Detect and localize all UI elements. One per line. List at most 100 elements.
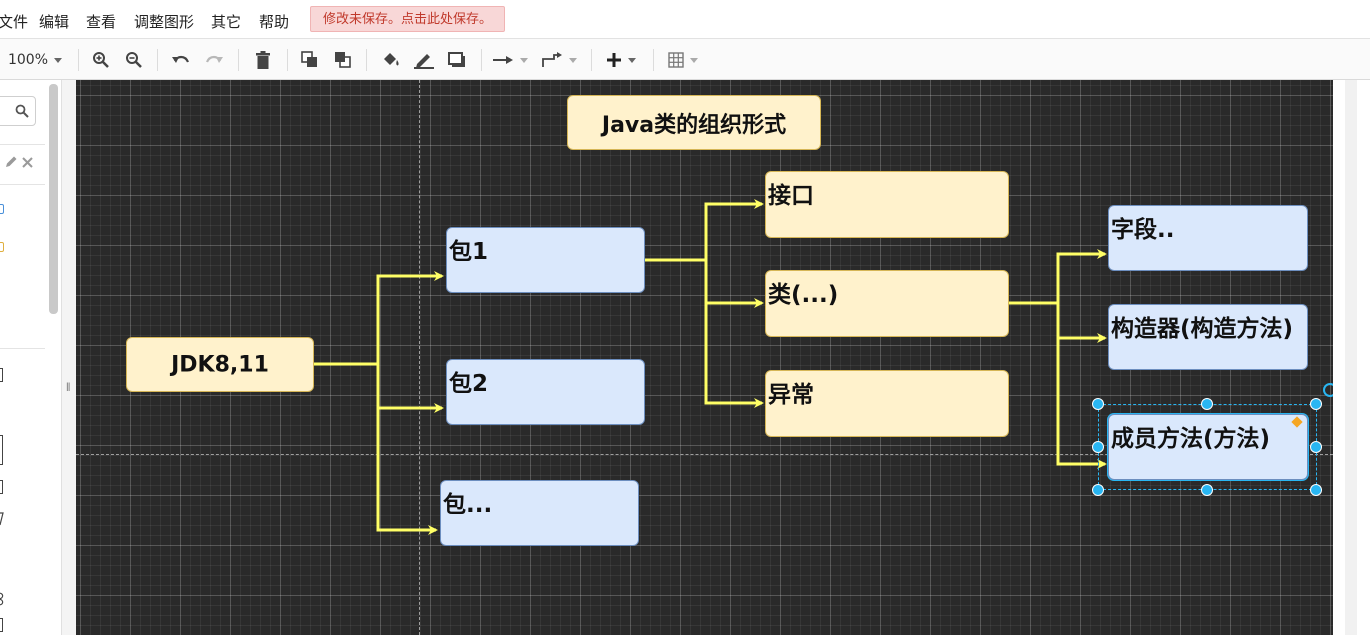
menu-extras[interactable]: 其它 (211, 13, 242, 31)
shape-thumbnail-icon[interactable] (0, 512, 4, 526)
page-break-vertical (419, 80, 420, 635)
resize-handle-w[interactable] (1092, 441, 1104, 453)
rotate-handle-icon[interactable] (1323, 383, 1333, 397)
shape-search-input[interactable] (0, 96, 36, 126)
root-label: JDK8,11 (171, 352, 269, 377)
delete-button[interactable] (252, 49, 274, 71)
sidebar-divider (0, 184, 45, 185)
menu-help[interactable]: 帮助 (259, 13, 290, 31)
diagram-canvas[interactable]: Java类的组织形式 JDK8,11 包1 包2 包... 接口 类(...) … (76, 80, 1333, 635)
sidebar-scrollbar-track (61, 80, 62, 635)
fill-color-button[interactable] (379, 49, 403, 71)
connectors (314, 199, 1107, 535)
zoom-in-button[interactable] (90, 49, 112, 71)
sidebar-divider (0, 144, 45, 145)
redo-button[interactable] (203, 49, 225, 71)
to-back-button[interactable] (332, 49, 354, 71)
zoom-out-button[interactable] (123, 49, 145, 71)
sidebar-divider (0, 348, 45, 349)
package2-label: 包2 (449, 371, 489, 397)
resize-handle-s[interactable] (1201, 484, 1213, 496)
toolbar-separator (591, 49, 592, 71)
edge-root-package1[interactable] (314, 271, 444, 366)
undo-icon (172, 55, 190, 63)
menu-view[interactable]: 查看 (86, 13, 117, 31)
package2-node[interactable]: 包2 (446, 359, 645, 425)
package1-node[interactable]: 包1 (446, 227, 645, 293)
toolbar-separator (287, 49, 288, 71)
to-back-icon (335, 52, 351, 68)
waypoints-icon (542, 52, 562, 67)
toolbar-separator (366, 49, 367, 71)
edge-package1-class[interactable] (645, 258, 764, 308)
edge-package1-exception[interactable] (645, 258, 764, 408)
shadow-button[interactable] (446, 49, 468, 71)
chevron-down-icon (628, 57, 636, 63)
methods-node[interactable]: 成员方法(方法) (1108, 414, 1308, 480)
title-node[interactable]: Java类的组织形式 (567, 95, 821, 150)
edit-icon[interactable] (4, 155, 18, 169)
edge-root-package-more[interactable] (314, 362, 438, 535)
toolbar-separator (238, 49, 239, 71)
root-node[interactable]: JDK8,11 (126, 337, 314, 392)
methods-label: 成员方法(方法) (1111, 426, 1271, 452)
canvas-scroll-area (1333, 80, 1370, 635)
shape-thumbnail-icon[interactable] (0, 618, 3, 632)
shape-thumbnail-icon[interactable] (0, 368, 3, 382)
resize-handle-se[interactable] (1310, 484, 1322, 496)
menu-edit[interactable]: 编辑 (39, 13, 70, 31)
resize-handle-ne[interactable] (1310, 398, 1322, 410)
menu-arrange[interactable]: 调整图形 (134, 13, 195, 31)
to-front-icon (301, 51, 317, 67)
fields-node[interactable]: 字段.. (1108, 205, 1308, 271)
class-node[interactable]: 类(...) (765, 270, 1009, 337)
connection-icon (493, 56, 513, 64)
resize-handle-icon[interactable]: ǁ (66, 382, 71, 392)
search-icon[interactable] (15, 104, 29, 118)
menu-file[interactable]: 文件 (0, 13, 29, 31)
zoom-in-icon (93, 52, 109, 68)
shape-thumbnail-icon[interactable] (0, 480, 3, 494)
table-button[interactable] (665, 49, 701, 71)
connection-style-button[interactable] (492, 49, 528, 71)
line-color-button[interactable] (412, 49, 436, 71)
sidebar-scrollbar[interactable] (49, 84, 58, 314)
shape-thumbnail-rect-icon[interactable] (0, 242, 4, 252)
package-more-label: 包... (443, 492, 493, 518)
toolbar-separator (157, 49, 158, 71)
resize-handle-nw[interactable] (1092, 398, 1104, 410)
sidebar-resize-gutter[interactable] (62, 80, 76, 635)
resize-handle-n[interactable] (1201, 398, 1213, 410)
unsaved-changes-notice[interactable]: 修改未保存。点击此处保存。 (310, 6, 506, 32)
page-break-horizontal (76, 454, 1333, 455)
constructor-node[interactable]: 构造器(构造方法) (1108, 304, 1308, 370)
interface-label: 接口 (768, 183, 814, 209)
shadow-icon (448, 52, 465, 67)
edge-class-methods[interactable] (1009, 301, 1107, 469)
resize-handle-sw[interactable] (1092, 484, 1104, 496)
edge-class-fields[interactable] (1009, 249, 1107, 305)
to-front-button[interactable] (299, 49, 321, 71)
waypoints-button[interactable] (540, 49, 578, 71)
package-more-node[interactable]: 包... (440, 480, 639, 546)
exception-node[interactable]: 异常 (765, 370, 1009, 437)
toolbar-separator (653, 49, 654, 71)
menu-bar: 文件 编辑 查看 调整图形 其它 帮助 修改未保存。点击此处保存。 (0, 0, 1370, 38)
shape-thumbnail-rect-icon[interactable] (0, 204, 4, 214)
zoom-out-icon (126, 52, 142, 68)
canvas-scrollbar[interactable] (1345, 80, 1357, 635)
shape-thumbnail-icon[interactable] (0, 592, 4, 606)
undo-button[interactable] (170, 49, 192, 71)
resize-handle-e[interactable] (1310, 441, 1322, 453)
zoom-select[interactable]: 100% (4, 49, 66, 71)
edge-package1-interface[interactable] (645, 199, 764, 262)
close-icon[interactable] (22, 157, 33, 168)
title-label: Java类的组织形式 (601, 112, 787, 138)
fill-color-icon (384, 53, 399, 66)
shape-thumbnail-icon[interactable] (0, 435, 3, 465)
insert-button[interactable] (603, 49, 639, 71)
interface-node[interactable]: 接口 (765, 171, 1009, 238)
exception-label: 异常 (768, 382, 814, 408)
table-icon (668, 52, 684, 68)
chevron-down-icon (690, 57, 698, 63)
